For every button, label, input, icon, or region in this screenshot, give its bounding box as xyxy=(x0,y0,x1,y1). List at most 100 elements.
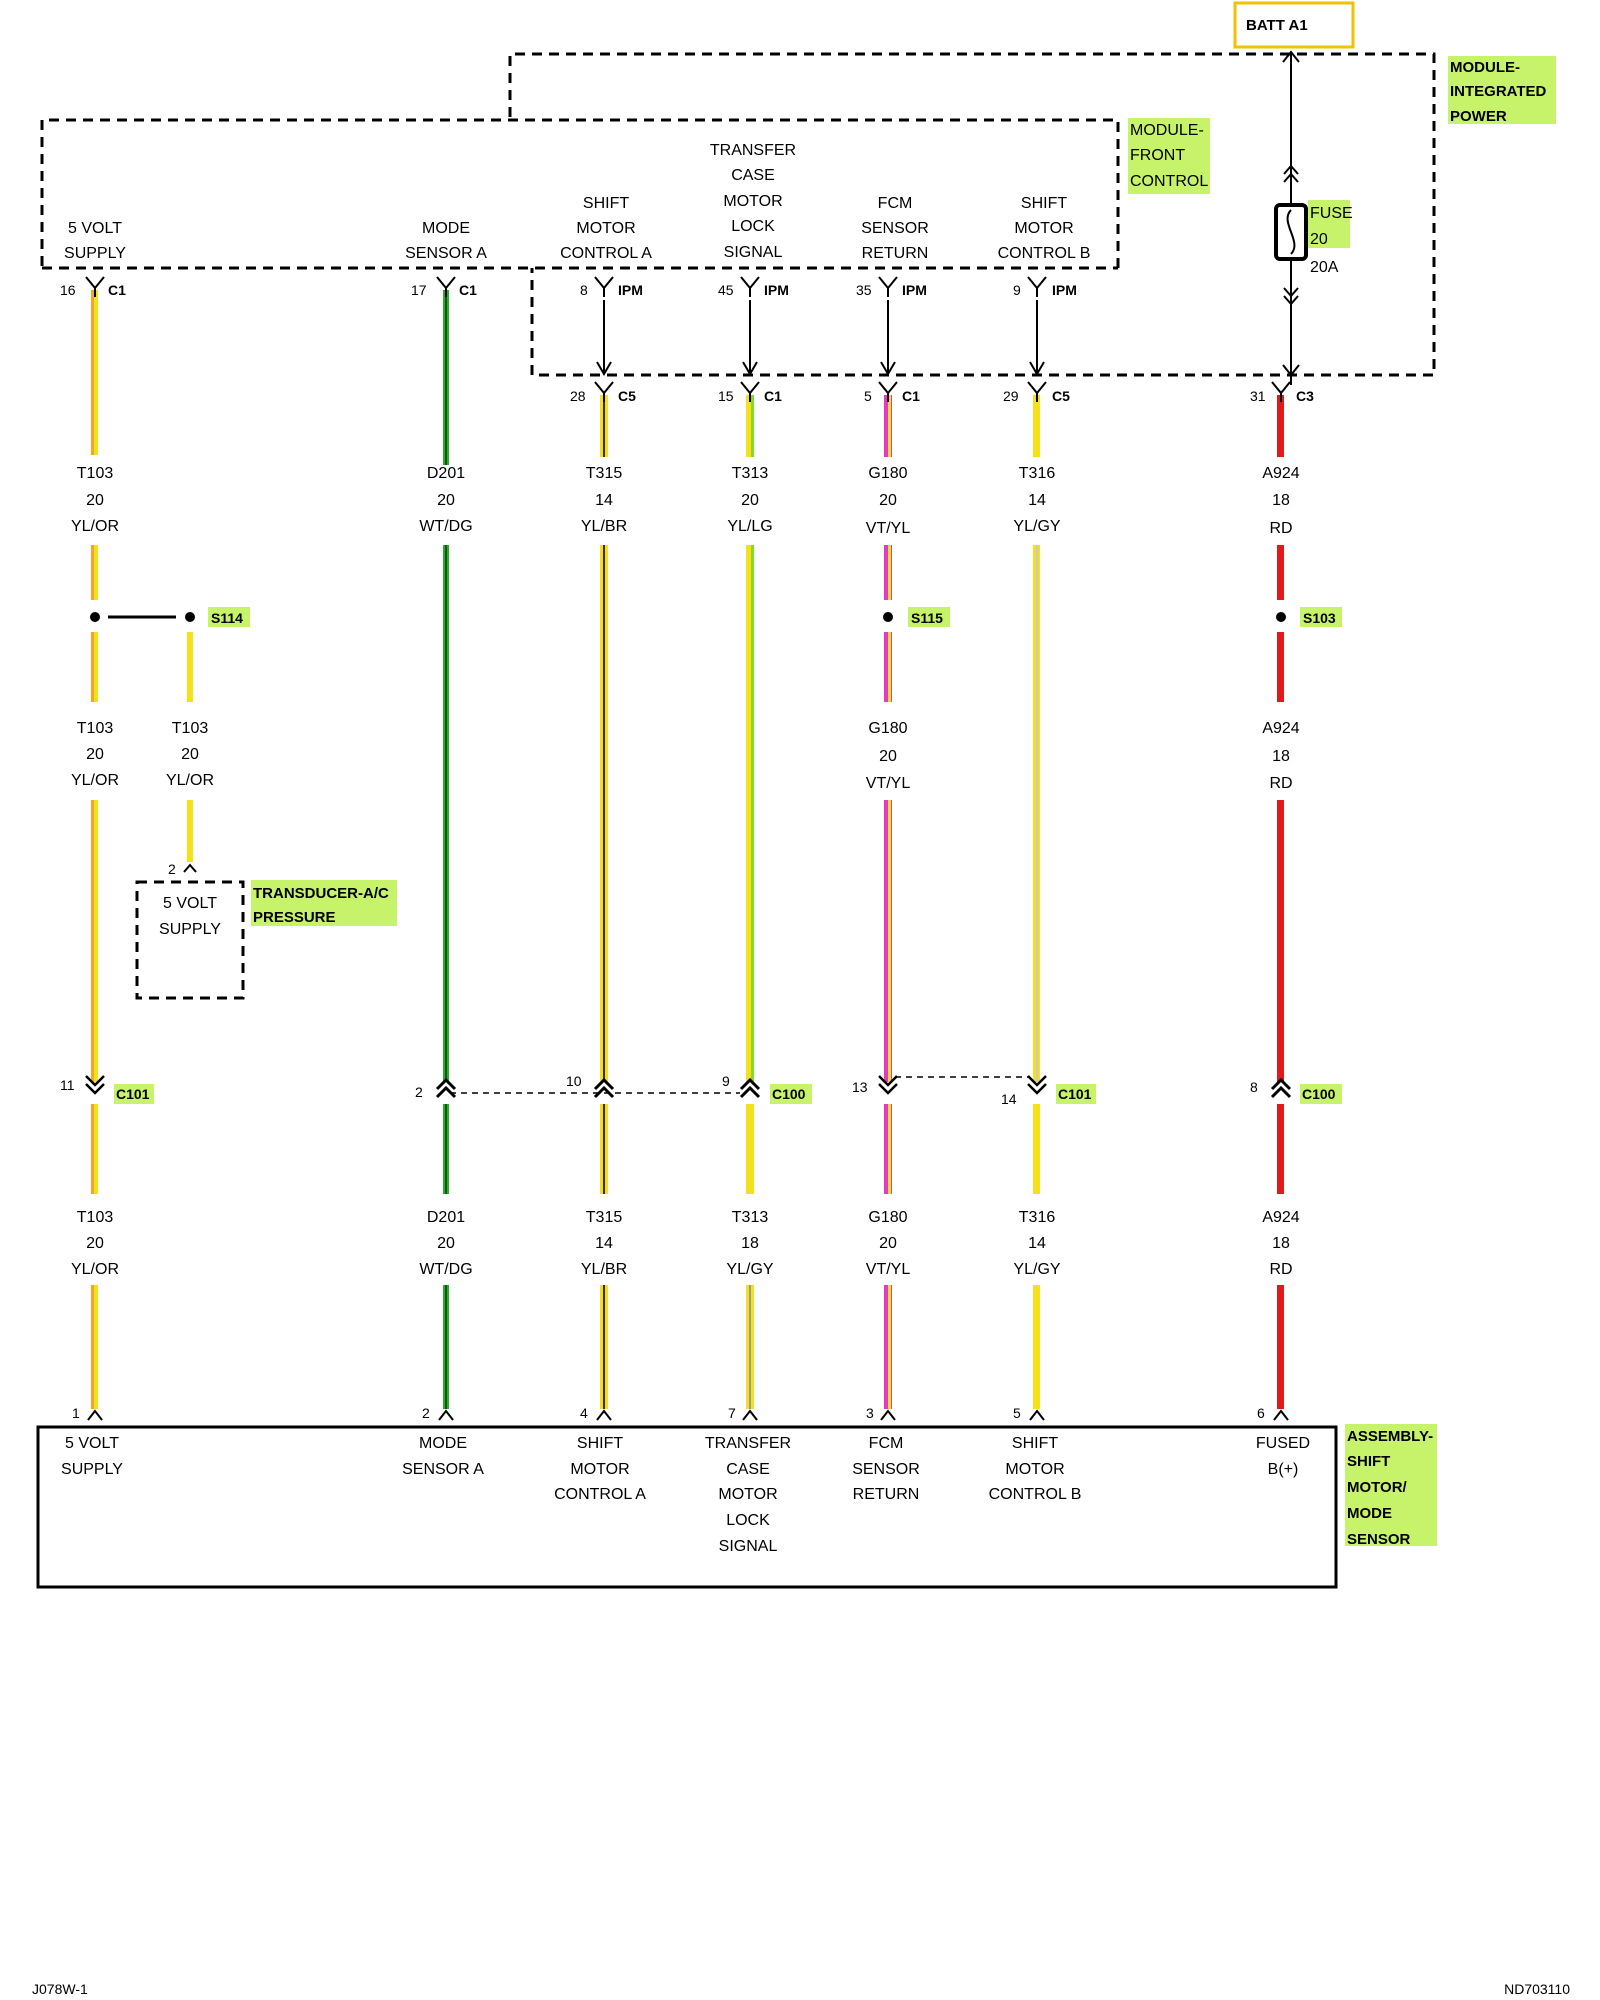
wl-lo-g180-color: VT/YL xyxy=(866,1261,911,1278)
asm-label-line-3: MOTOR/ xyxy=(1347,1479,1408,1496)
fuse-rating: 20A xyxy=(1310,259,1339,276)
wire-t313 xyxy=(746,395,754,1409)
fcm-pin-labels: 5 VOLT SUPPLY MODE SENSOR A SHIFT MOTOR … xyxy=(64,142,1090,262)
wl-mid-t103b-id: T103 xyxy=(172,720,209,737)
transducer-pin: 2 xyxy=(168,861,176,877)
wl-lo-t103-gauge: 20 xyxy=(86,1235,104,1252)
fcm-conn-pin-17: 17 xyxy=(411,282,427,298)
ipm-conn-name-c3: C3 xyxy=(1296,388,1314,404)
wl-up-t316-color: YL/GY xyxy=(1013,518,1060,535)
wl-up-t316-id: T316 xyxy=(1019,465,1056,482)
module-front-control-label: MODULE- FRONT CONTROL xyxy=(1128,118,1210,194)
fuse-label-line-2: 20 xyxy=(1310,231,1328,248)
wl-mid-t103-color: YL/OR xyxy=(71,772,119,789)
transducer-label-line-1: TRANSDUCER-A/C xyxy=(253,885,389,902)
wl-up-t315-id: T315 xyxy=(586,465,623,482)
fcm-pin-smb-line-3: CONTROL B xyxy=(998,245,1091,262)
transducer-label-line-2: PRESSURE xyxy=(253,909,336,926)
wl-up-a924-color: RD xyxy=(1269,520,1292,537)
wl-up-t313-color: YL/LG xyxy=(727,518,772,535)
mip-label-line-1: MODULE- xyxy=(1450,59,1520,76)
wl-up-t316-gauge: 14 xyxy=(1028,492,1046,509)
fcm-pin-tc-line-3: MOTOR xyxy=(723,193,782,210)
asm-fsr-line-1: FCM xyxy=(869,1435,904,1452)
wl-up-d201-id: D201 xyxy=(427,465,465,482)
fcm-pin-sma-line-1: SHIFT xyxy=(583,195,629,212)
transducer-box-line-2: SUPPLY xyxy=(159,921,221,938)
fcm-conn-name-ipm-a: IPM xyxy=(618,282,643,298)
wl-lo-t313-color: YL/GY xyxy=(726,1261,773,1278)
fcm-pin-fsr-line-1: FCM xyxy=(878,195,913,212)
inline-conn-c100b: C100 xyxy=(1302,1086,1336,1102)
mfc-label-line-2: FRONT xyxy=(1130,147,1185,164)
asm-tc-line-3: MOTOR xyxy=(718,1486,777,1503)
wl-mid-a924-id: A924 xyxy=(1262,720,1299,737)
wl-mid-t103b-color: YL/OR xyxy=(166,772,214,789)
wl-up-t103-gauge: 20 xyxy=(86,492,104,509)
wl-up-g180-gauge: 20 xyxy=(879,492,897,509)
asm-label-line-4: MODE xyxy=(1347,1505,1392,1522)
wire-labels-lower: T103 20 YL/OR D201 20 WT/DG T315 14 YL/B… xyxy=(71,1209,1300,1278)
wl-mid-t103-id: T103 xyxy=(77,720,114,737)
fcm-pin-sma-line-3: CONTROL A xyxy=(560,245,652,262)
asm-fused-line-1: FUSED xyxy=(1256,1435,1310,1452)
wl-lo-a924-gauge: 18 xyxy=(1272,1235,1290,1252)
mip-label-line-2: INTEGRATED xyxy=(1450,83,1547,100)
wl-lo-d201-gauge: 20 xyxy=(437,1235,455,1252)
ipm-internal-wires xyxy=(596,300,1045,376)
asm-mode-line-2: SENSOR A xyxy=(402,1461,484,1478)
wires xyxy=(91,290,1284,1409)
fcm-conn-pin-8: 8 xyxy=(580,282,588,298)
asm-5v-line-1: 5 VOLT xyxy=(65,1435,119,1452)
wl-lo-d201-color: WT/DG xyxy=(419,1261,472,1278)
ipm-conn-name-c1a: C1 xyxy=(764,388,782,404)
inline-connectors: 11 C101 2 10 9 C100 13 14 C101 8 C100 xyxy=(60,1073,1342,1107)
wl-lo-t316-gauge: 14 xyxy=(1028,1235,1046,1252)
wl-mid-g180-color: VT/YL xyxy=(866,775,911,792)
inline-conn-c101a: C101 xyxy=(116,1086,150,1102)
wl-lo-t315-color: YL/BR xyxy=(581,1261,627,1278)
inline-pin-13: 13 xyxy=(852,1079,868,1095)
wl-up-d201-color: WT/DG xyxy=(419,518,472,535)
wl-lo-g180-id: G180 xyxy=(868,1209,907,1226)
asm-smb-line-3: CONTROL B xyxy=(989,1486,1082,1503)
module-integrated-power-boundary xyxy=(508,52,1436,377)
batt-a1-label: BATT A1 xyxy=(1246,17,1308,34)
wl-up-t313-id: T313 xyxy=(732,465,769,482)
wl-lo-g180-gauge: 20 xyxy=(879,1235,897,1252)
inline-pin-10: 10 xyxy=(566,1073,582,1089)
fcm-pin-tc-line-1: TRANSFER xyxy=(710,142,796,159)
wl-up-t103-id: T103 xyxy=(77,465,114,482)
fcm-pin-5v-line-1: 5 VOLT xyxy=(68,220,122,237)
wl-up-t315-gauge: 14 xyxy=(595,492,613,509)
mfc-label-line-1: MODULE- xyxy=(1130,122,1204,139)
asm-fsr-line-2: SENSOR xyxy=(852,1461,920,1478)
ipm-conn-pin-5: 5 xyxy=(864,388,872,404)
asm-label-line-1: ASSEMBLY- xyxy=(1347,1428,1433,1445)
asm-fsr-line-3: RETURN xyxy=(853,1486,920,1503)
wire-labels-mid: T103 20 YL/OR T103 20 YL/OR G180 20 VT/Y… xyxy=(71,720,1300,792)
wl-up-g180-id: G180 xyxy=(868,465,907,482)
footer-right-code: ND703110 xyxy=(1504,1981,1570,1997)
wl-lo-a924-id: A924 xyxy=(1262,1209,1299,1226)
wire-t315 xyxy=(600,395,608,1409)
wl-mid-a924-gauge: 18 xyxy=(1272,748,1290,765)
fcm-conn-name-ipm-d: IPM xyxy=(1052,282,1077,298)
asm-label-line-5: SENSOR xyxy=(1347,1531,1411,1548)
wire-a924 xyxy=(1277,395,1284,1409)
wire-t316 xyxy=(1033,395,1040,1409)
asm-pin-4: 4 xyxy=(580,1405,588,1421)
fcm-pin-smb-line-2: MOTOR xyxy=(1014,220,1073,237)
fcm-pin-tc-line-5: SIGNAL xyxy=(724,244,783,261)
wire-t103-branch xyxy=(187,632,193,862)
splice-s103-label: S103 xyxy=(1303,610,1336,626)
asm-sma-line-1: SHIFT xyxy=(577,1435,623,1452)
asm-pin-3: 3 xyxy=(866,1405,874,1421)
ipm-conn-name-c1b: C1 xyxy=(902,388,920,404)
inline-pin-14: 14 xyxy=(1001,1091,1017,1107)
fcm-pin-5v-line-2: SUPPLY xyxy=(64,245,126,262)
ipm-conn-pin-15: 15 xyxy=(718,388,734,404)
asm-smb-line-2: MOTOR xyxy=(1005,1461,1064,1478)
fcm-pin-tc-line-2: CASE xyxy=(731,167,775,184)
